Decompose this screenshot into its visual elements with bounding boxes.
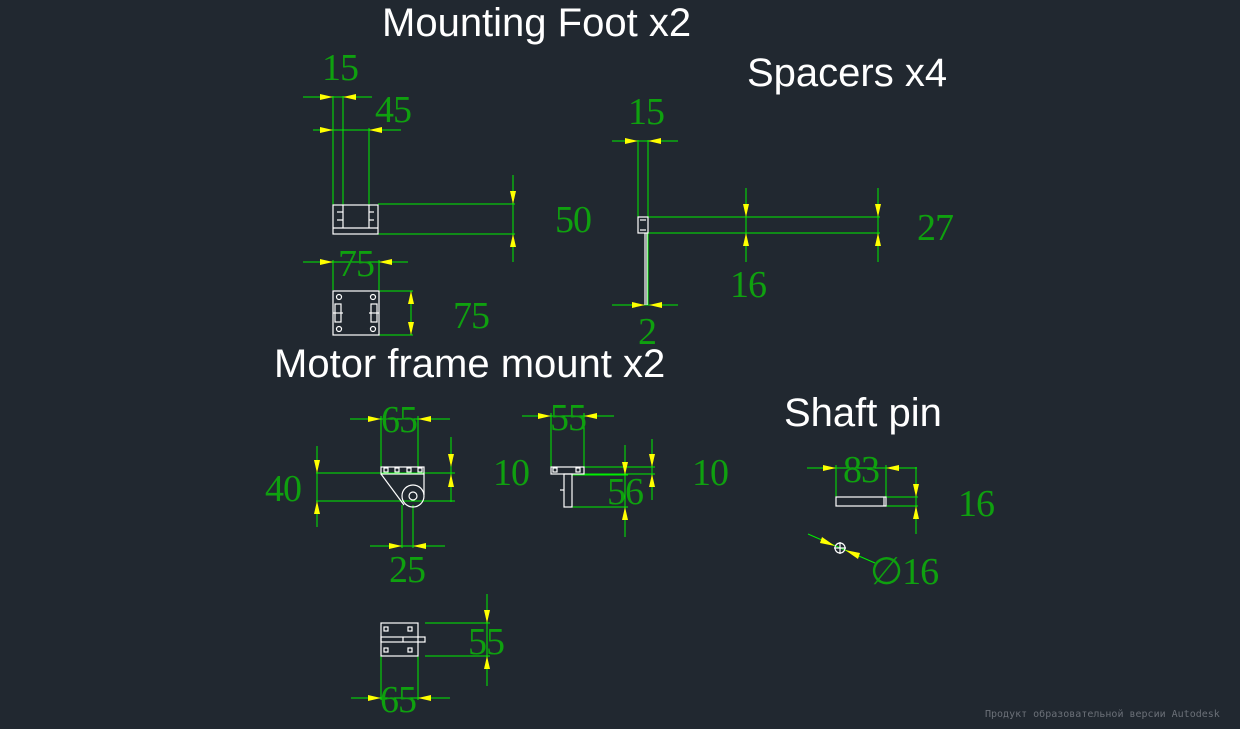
- dim-spacer-bottom: 2: [638, 311, 656, 353]
- dim-motor-height-a: 40: [265, 468, 301, 510]
- motor-frame-plan-view: [351, 594, 490, 701]
- mounting-foot-side-view: [303, 94, 516, 262]
- dim-foot-height: 50: [555, 199, 591, 241]
- dim-motor-thick-b: 10: [692, 452, 728, 494]
- title-mounting-foot: Mounting Foot x2: [382, 1, 691, 45]
- title-shaft-pin: Shaft pin: [784, 391, 942, 435]
- motor-frame-side-view: [522, 413, 655, 537]
- dim-foot-top-a: 15: [322, 47, 358, 89]
- dim-foot-plan-height: 75: [453, 295, 489, 337]
- education-watermark: Продукт образовательной версии Autodesk: [985, 708, 1220, 720]
- dim-motor-thick-a: 10: [493, 452, 529, 494]
- dim-motor-plan-width: 65: [380, 679, 416, 721]
- dim-motor-height-b: 56: [607, 471, 643, 513]
- title-spacers: Spacers x4: [747, 51, 947, 95]
- shaft-pin-drawing: [807, 465, 919, 564]
- dim-motor-width-a: 65: [381, 399, 417, 441]
- dim-shaft-height: 16: [958, 483, 994, 525]
- dim-spacer-height: 27: [917, 207, 953, 249]
- motor-frame-front-view: [314, 416, 455, 549]
- title-motor-frame-mount: Motor frame mount x2: [274, 342, 665, 386]
- spacer-drawing: [612, 138, 881, 308]
- mounting-foot-plan-view: [303, 259, 414, 336]
- dim-shaft-diameter: ∅16: [870, 551, 938, 593]
- dim-spacer-top: 15: [628, 91, 664, 133]
- dim-motor-width-b: 55: [550, 397, 586, 439]
- dim-motor-plan-height: 55: [468, 621, 504, 663]
- dim-foot-plan-width: 75: [338, 243, 374, 285]
- dim-motor-base: 25: [389, 549, 425, 591]
- dim-shaft-length: 83: [843, 449, 879, 491]
- dim-foot-top-b: 45: [375, 89, 411, 131]
- dim-spacer-inner: 16: [730, 264, 766, 306]
